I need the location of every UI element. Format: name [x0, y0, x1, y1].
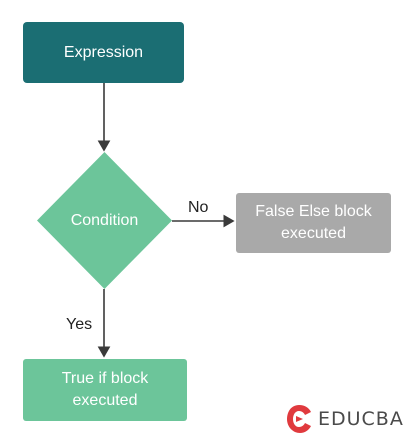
condition-diamond	[37, 152, 172, 289]
true-branch-node: True if block executed	[23, 359, 187, 421]
true-branch-label: True if block executed	[61, 370, 149, 409]
false-branch-node: False Else block executed	[236, 193, 391, 253]
condition-node: Condition	[37, 152, 172, 289]
false-branch-label: False Else block executed	[255, 203, 372, 242]
educba-logo-text: EDUCBA	[318, 408, 404, 430]
educba-logo-icon	[287, 405, 311, 433]
educba-logo: EDUCBA	[286, 404, 404, 434]
expression-label: Expression	[63, 43, 144, 61]
expression-node: Expression	[23, 22, 184, 83]
yes-label: Yes	[66, 316, 93, 333]
no-label: No	[188, 199, 209, 216]
condition-label: Condition	[70, 211, 139, 229]
